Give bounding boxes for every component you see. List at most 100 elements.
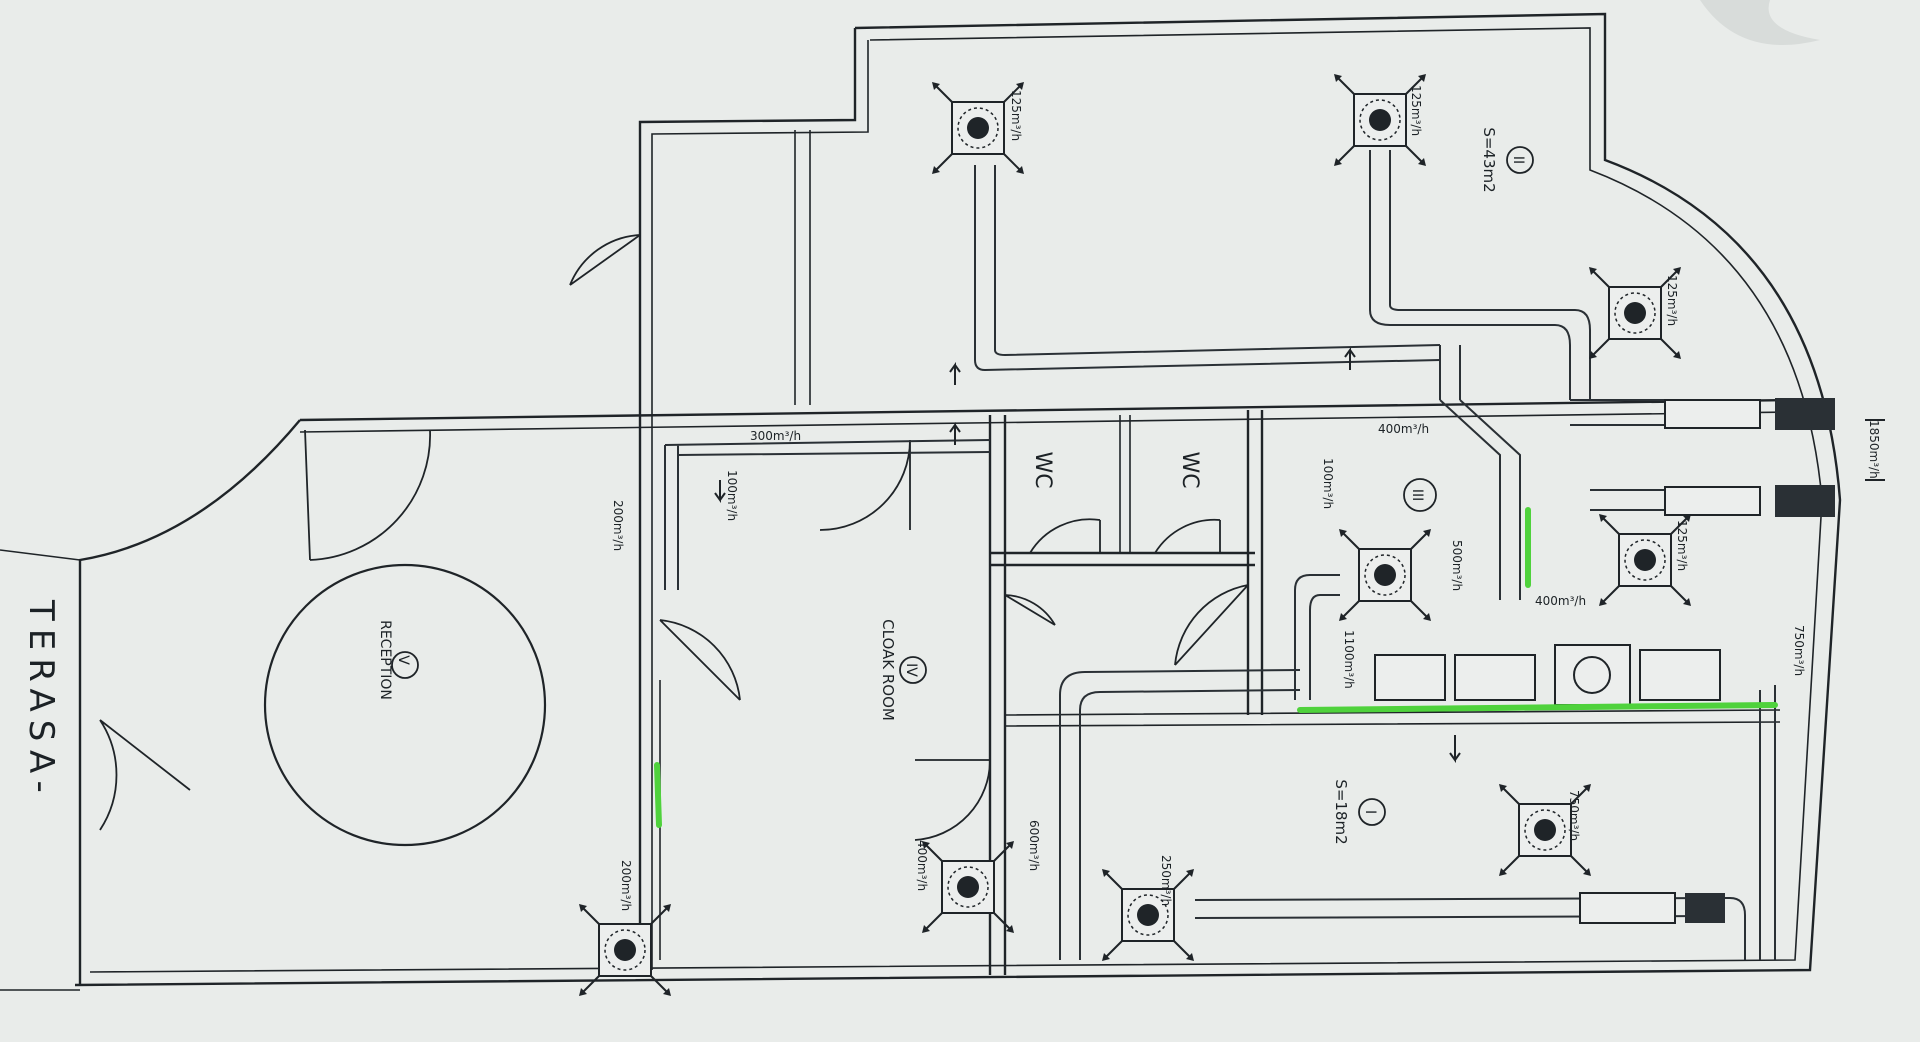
- mid-partition: [299, 398, 1791, 422]
- highlights: [654, 507, 1778, 828]
- airflow-125b: 125m³/h: [1409, 85, 1423, 136]
- flow-arrows: [714, 346, 1885, 764]
- airflow-250: 250m³/h: [1159, 855, 1173, 906]
- door-cloak: [659, 619, 741, 701]
- diffuser-reception: [578, 903, 672, 997]
- stair-wall: [794, 130, 811, 405]
- highlight-left-wall: [654, 762, 662, 828]
- room2-number: II: [1510, 156, 1526, 164]
- airflow-400c: 400m³/h: [1535, 594, 1586, 608]
- duct-cloak-branch: [1059, 669, 1301, 960]
- arrow-4: [714, 480, 726, 504]
- duct-main-trunk: [1439, 345, 1521, 600]
- arrow-3: [1344, 346, 1356, 370]
- duct-upper-room2-a: [974, 165, 1441, 372]
- silencer-room1: [1579, 892, 1676, 924]
- reception-badge: [391, 651, 419, 679]
- duct-network: [664, 150, 1776, 960]
- duct-left-supply: [664, 439, 991, 590]
- equipment: [1374, 398, 1835, 924]
- door-room3: [1174, 584, 1249, 666]
- ahu-heater: [1554, 644, 1631, 706]
- door-wc-lobby: [1004, 594, 1056, 626]
- room-labels: TERASA- V RECEPTION IV CLOAK ROOM WC WC …: [21, 127, 1534, 845]
- diffuser-room3: [1338, 528, 1432, 622]
- ahu-fan-section: [1454, 654, 1536, 701]
- wc1-label: WC: [1030, 451, 1055, 488]
- airflow-200b: 200m³/h: [619, 860, 633, 911]
- upper-left-wall: [638, 28, 857, 970]
- ahu-fan-icon: [1573, 656, 1611, 694]
- room3-wall: [1246, 410, 1264, 715]
- duct-room3: [1294, 574, 1340, 700]
- airflow-400b: 400m³/h: [915, 840, 929, 891]
- room3-number: III: [1409, 489, 1425, 501]
- airflow-125c: 125m³/h: [1665, 275, 1679, 326]
- duct-upper-room2-b: [1369, 150, 1591, 400]
- room1-badge: [1358, 798, 1386, 826]
- airflow-1100: 1100m³/h: [1342, 630, 1356, 689]
- ahu-filter: [1374, 654, 1446, 701]
- reception-table: [263, 563, 547, 847]
- door-wc2: [1154, 518, 1221, 554]
- door-wc1: [1029, 518, 1101, 554]
- damper-room1: [1685, 893, 1725, 923]
- door-room1: [914, 759, 991, 841]
- room3-badge: [1403, 478, 1437, 512]
- cloak-label: CLOAK ROOM: [879, 619, 897, 721]
- cloak-badge: [899, 656, 927, 684]
- diffuser-cloak: [921, 840, 1015, 934]
- airflow-400a: 400m³/h: [1378, 422, 1429, 436]
- airflow-500: 500m³/h: [1450, 540, 1464, 591]
- airflow-125a: 125m³/h: [1009, 90, 1023, 141]
- airflow-200a: 200m³/h: [611, 500, 625, 551]
- airflow-1850: 1850m³/h: [1867, 420, 1881, 479]
- room1-number: I: [1362, 810, 1378, 814]
- airflow-125d: 125m³/h: [1675, 520, 1689, 571]
- room1-area: S=18m2: [1332, 779, 1350, 844]
- wc-block: [988, 415, 1255, 975]
- arrow-5: [1449, 735, 1461, 764]
- diffusers: [578, 73, 1692, 997]
- room1-top-wall: [1004, 709, 1781, 727]
- duct-right-trunk: [1759, 685, 1776, 960]
- airflow-300: 300m³/h: [750, 429, 801, 443]
- airflow-100b: 100m³/h: [1321, 458, 1335, 509]
- duct-exhaust-1: [1570, 399, 1680, 511]
- door-terrace: [99, 719, 191, 831]
- highlight-bottom-run: [1297, 702, 1778, 713]
- mid-partition-inner: [299, 411, 1791, 433]
- airflow-750: 750m³/h: [1567, 790, 1581, 841]
- door-reception: [304, 429, 431, 561]
- outer-wall-top-inner: [89, 27, 1823, 973]
- upper-left-wall-inner: [651, 40, 869, 970]
- damper-1: [1775, 398, 1835, 430]
- reception-arc: [78, 419, 301, 985]
- room2-area: S=43m2: [1480, 127, 1498, 192]
- outer-wall-top: [74, 12, 1842, 987]
- damper-2: [1775, 485, 1835, 517]
- terrace-wall: [0, 549, 81, 991]
- airflow-100a: 100m³/h: [725, 470, 739, 521]
- door-corridor: [819, 439, 911, 531]
- silencer-2: [1664, 486, 1761, 516]
- airflow-750b: 750m³/h: [1792, 625, 1806, 676]
- diffuser-room1-a: [1101, 868, 1195, 962]
- wc2-label: WC: [1177, 451, 1202, 488]
- terrace-label: TERASA-: [21, 599, 61, 801]
- cloak-number: IV: [903, 663, 919, 677]
- arrow-2: [949, 421, 961, 445]
- wc-partition: [1119, 415, 1131, 553]
- door-stair: [569, 234, 641, 286]
- ahu-coil: [1639, 649, 1721, 701]
- doors: [99, 234, 1249, 841]
- paper-curl: [1700, 0, 1820, 45]
- airflow-600: 600m³/h: [1027, 820, 1041, 871]
- reception-label: RECEPTION: [377, 620, 393, 700]
- arrow-6: [1865, 419, 1885, 481]
- silencer-1: [1664, 399, 1761, 429]
- arrow-1: [949, 361, 961, 385]
- airflow-labels: 300m³/h 100m³/h 200m³/h 100m³/h 400m³/h …: [611, 85, 1881, 911]
- walls: [0, 12, 1842, 991]
